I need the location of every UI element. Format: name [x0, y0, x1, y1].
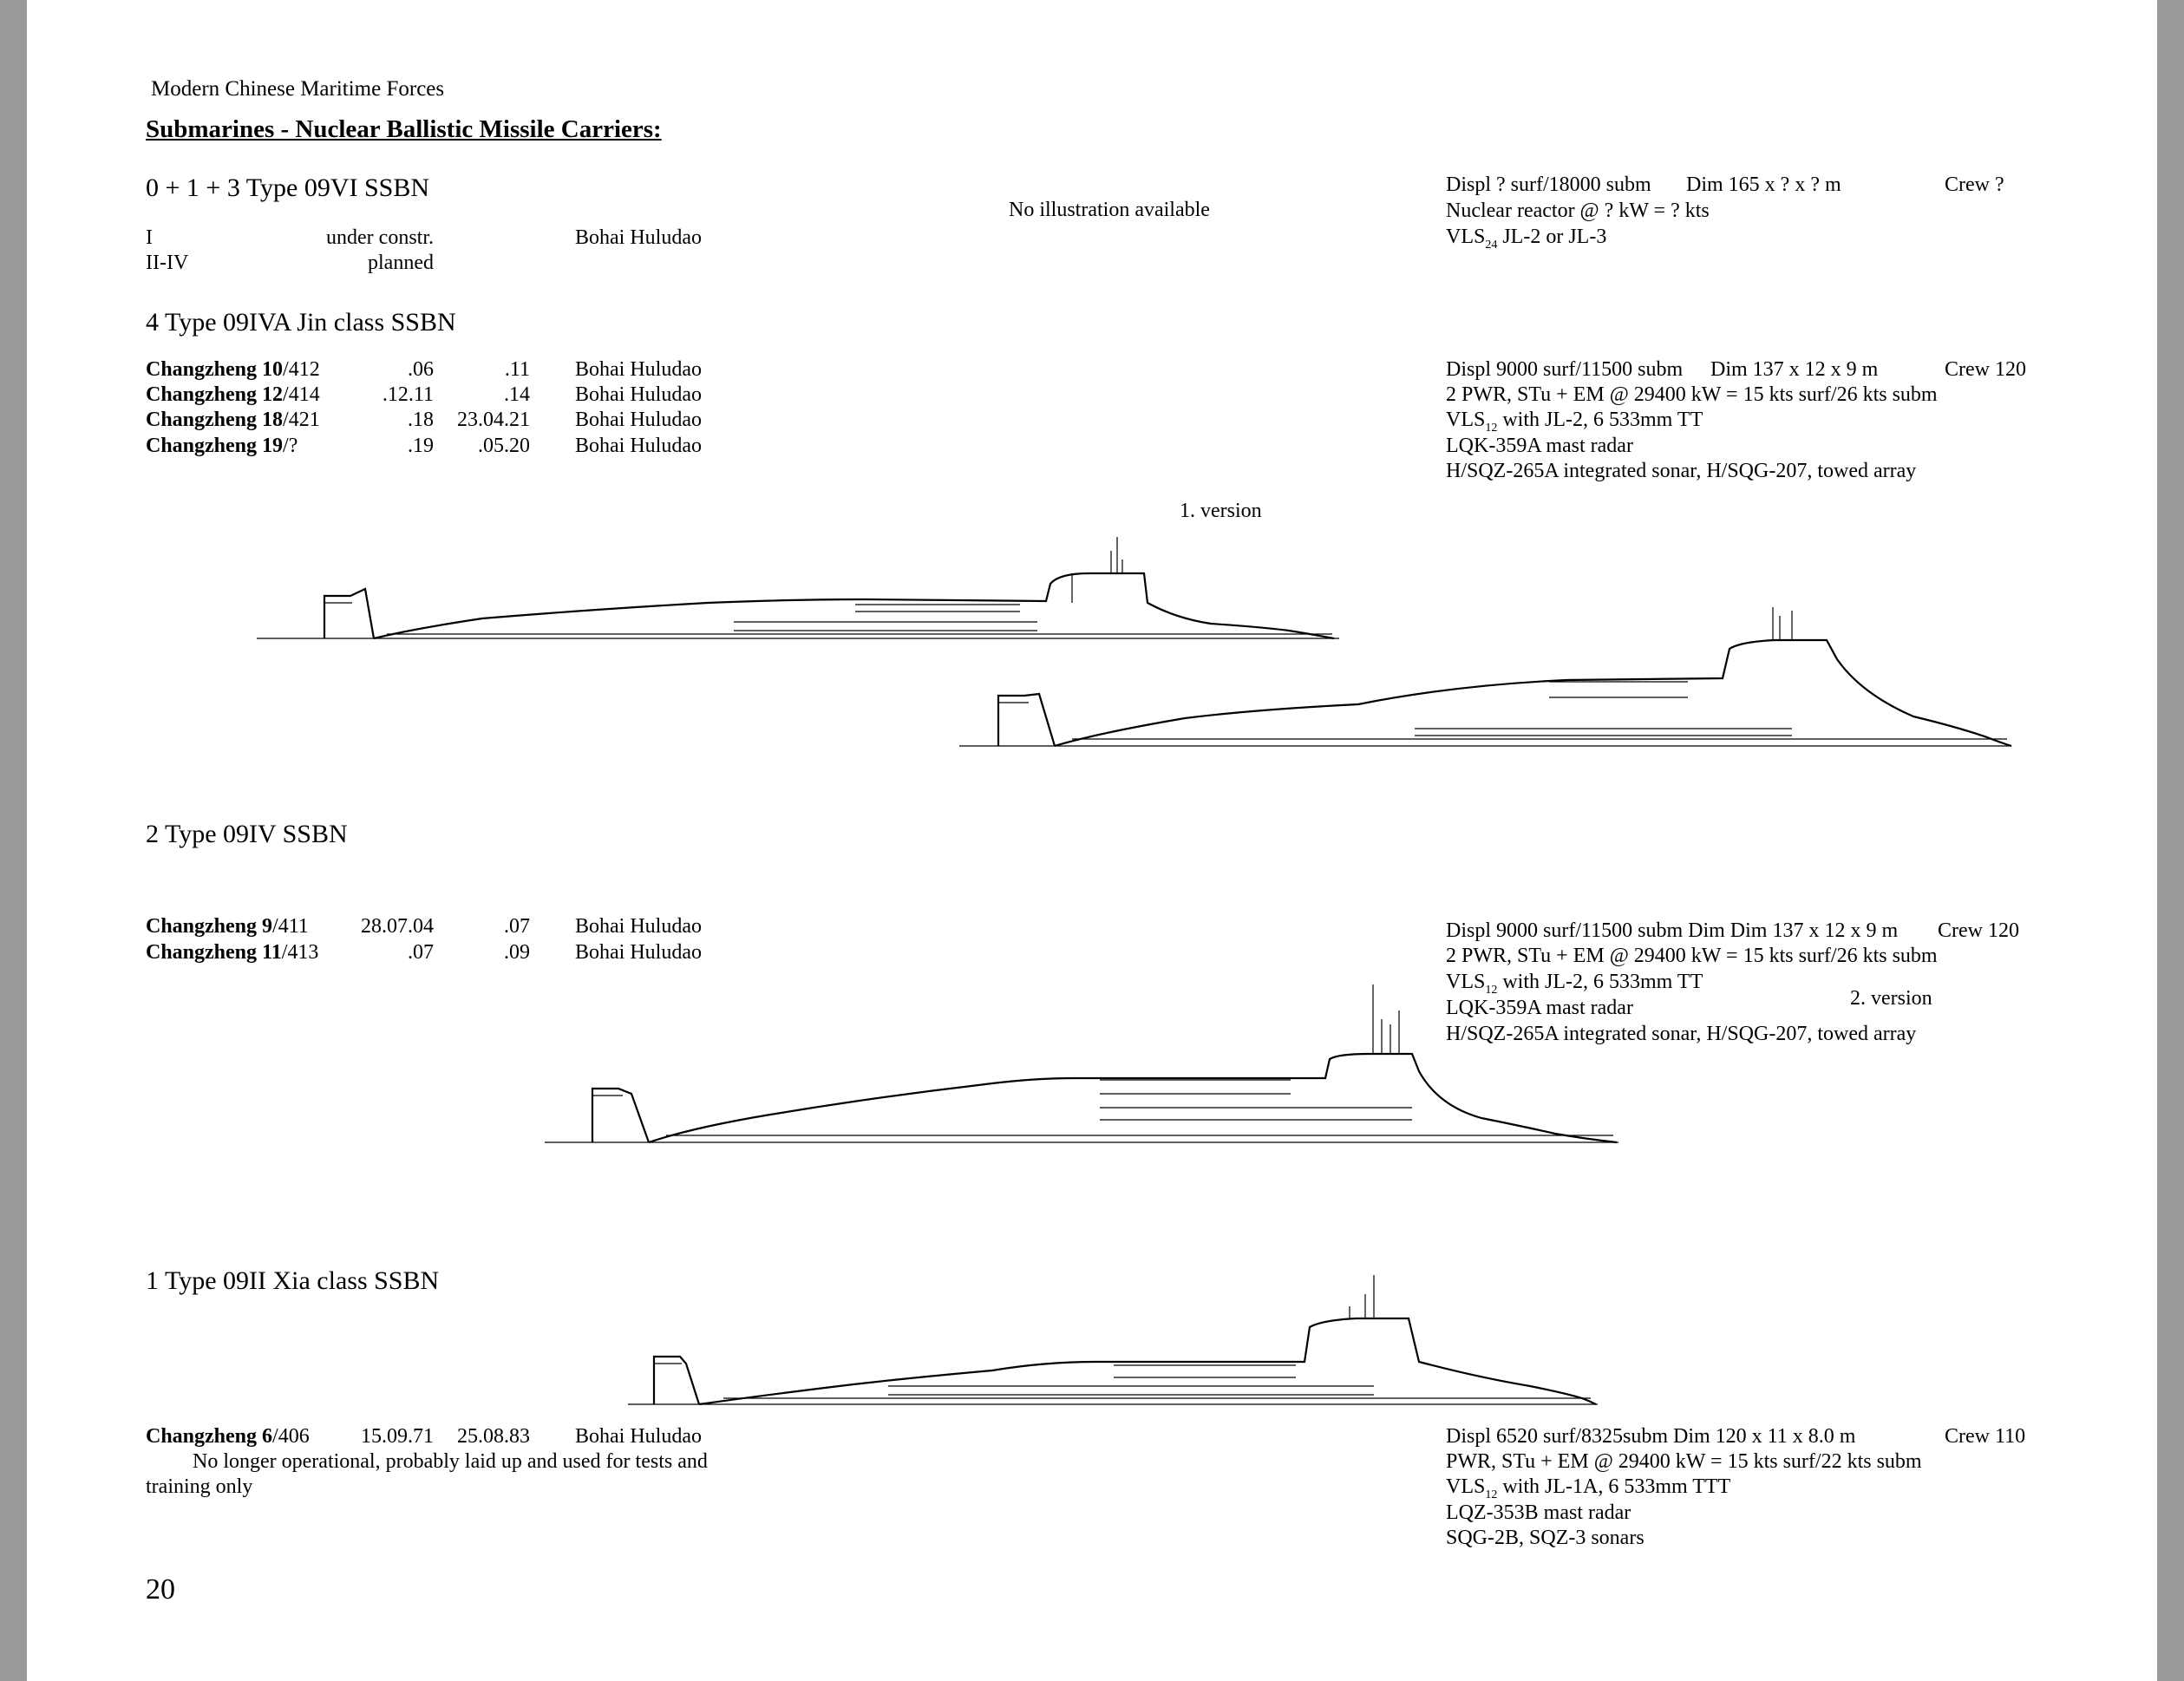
spec-radar: LQK-359A mast radar	[1446, 997, 1633, 1019]
vessel-laid-down: 15.09.71	[361, 1425, 434, 1448]
page-number: 20	[146, 1573, 175, 1606]
vessel-note: training only	[146, 1475, 253, 1498]
vessel-commissioned: .14	[504, 383, 530, 406]
vessel-builder: Bohai Huludao	[575, 409, 702, 431]
vessel-laid-down: .07	[408, 941, 434, 964]
spec-propulsion: 2 PWR, STu + EM @ 29400 kW = 15 kts surf…	[1446, 383, 1938, 406]
vessel-builder: Bohai Huludao	[575, 915, 702, 938]
vessel-name: Changzheng 12/414	[146, 383, 320, 406]
class-title-09ii: 1 Type 09II Xia class SSBN	[146, 1266, 440, 1295]
vessel-status: planned	[368, 252, 434, 274]
vessel-laid-down: .06	[408, 358, 434, 381]
vessel-name: I	[146, 226, 153, 249]
vessel-commissioned: .11	[504, 358, 530, 381]
spec-displacement: Displ 9000 surf/11500 subm Dim Dim 137 x…	[1446, 919, 1899, 942]
vessel-commissioned: 25.08.83	[457, 1425, 530, 1448]
spec-crew: Crew 120	[1938, 919, 2019, 942]
vessel-name: Changzheng 6/406	[146, 1425, 310, 1448]
vessel-builder: Bohai Huludao	[575, 941, 702, 964]
vessel-builder: Bohai Huludao	[575, 1425, 702, 1448]
spec-sonar: SQG-2B, SQZ-3 sonars	[1446, 1527, 1645, 1549]
vessel-laid-down: .19	[408, 435, 434, 457]
spec-crew: Crew 120	[1945, 358, 2026, 381]
class-title-09vi: 0 + 1 + 3 Type 09VI SSBN	[146, 173, 430, 202]
vessel-name: Changzheng 10/412	[146, 358, 320, 381]
submarine-profile-drawing	[959, 607, 2012, 748]
version-label: 1. version	[1180, 500, 1262, 522]
spec-crew: Crew 110	[1945, 1425, 2026, 1448]
vessel-note: No longer operational, probably laid up …	[193, 1450, 708, 1473]
spec-sonar: H/SQZ-265A integrated sonar, H/SQG-207, …	[1446, 460, 1917, 482]
spec-radar: LQK-359A mast radar	[1446, 435, 1633, 457]
vessel-builder: Bohai Huludao	[575, 383, 702, 406]
spec-crew: Crew ?	[1945, 173, 2004, 196]
vessel-name: Changzheng 11/413	[146, 941, 319, 964]
spec-armament: VLS12 with JL-1A, 6 533mm TTT	[1446, 1475, 1731, 1501]
class-title-09iv: 2 Type 09IV SSBN	[146, 820, 348, 848]
vessel-commissioned: .09	[504, 941, 530, 964]
spec-dimensions: Dim 137 x 12 x 9 m	[1710, 358, 1879, 381]
no-illustration-note: No illustration available	[1009, 199, 1210, 221]
spec-propulsion: 2 PWR, STu + EM @ 29400 kW = 15 kts surf…	[1446, 945, 1938, 967]
vessel-builder: Bohai Huludao	[575, 358, 702, 381]
vessel-name: Changzheng 19/?	[146, 435, 298, 457]
spec-dimensions: Dim 165 x ? x ? m	[1686, 173, 1841, 196]
spec-sonar: H/SQZ-265A integrated sonar, H/SQG-207, …	[1446, 1023, 1917, 1045]
spec-propulsion: Nuclear reactor @ ? kW = ? kts	[1446, 199, 1710, 222]
spec-armament: VLS24 JL-2 or JL-3	[1446, 226, 1607, 252]
spec-displacement: Displ 9000 surf/11500 subm	[1446, 358, 1684, 381]
class-title-09iva: 4 Type 09IVA Jin class SSBN	[146, 308, 456, 337]
vessel-laid-down: 28.07.04	[361, 915, 434, 938]
vessel-commissioned: .07	[504, 915, 530, 938]
document-page: Modern Chinese Maritime Forces Submarine…	[27, 0, 2157, 1681]
spec-propulsion: PWR, STu + EM @ 29400 kW = 15 kts surf/2…	[1446, 1450, 1922, 1473]
spec-displacement: Displ 6520 surf/8325subm Dim 120 x 11 x …	[1446, 1425, 1856, 1448]
vessel-builder: Bohai Huludao	[575, 226, 702, 249]
vessel-laid-down: .12.11	[382, 383, 434, 406]
vessel-commissioned: 23.04.21	[457, 409, 530, 431]
spec-armament: VLS12 with JL-2, 6 533mm TT	[1446, 971, 1703, 997]
submarine-profile-drawing	[545, 984, 1618, 1144]
submarine-profile-drawing	[628, 1275, 1598, 1406]
vessel-name: II-IV	[146, 252, 189, 274]
section-title: Submarines - Nuclear Ballistic Missile C…	[146, 115, 662, 143]
spec-armament: VLS12 with JL-2, 6 533mm TT	[1446, 409, 1703, 435]
vessel-commissioned: .05.20	[478, 435, 530, 457]
version-label: 2. version	[1850, 987, 1932, 1010]
vessel-builder: Bohai Huludao	[575, 435, 702, 457]
spec-radar: LQZ-353B mast radar	[1446, 1501, 1631, 1524]
running-title: Modern Chinese Maritime Forces	[151, 77, 445, 101]
vessel-name: Changzheng 18/421	[146, 409, 320, 431]
vessel-status: under constr.	[326, 226, 434, 249]
spec-displacement: Displ ? surf/18000 subm	[1446, 173, 1651, 196]
submarine-profile-drawing	[257, 537, 1339, 640]
vessel-laid-down: .18	[408, 409, 434, 431]
vessel-name: Changzheng 9/411	[146, 915, 309, 938]
